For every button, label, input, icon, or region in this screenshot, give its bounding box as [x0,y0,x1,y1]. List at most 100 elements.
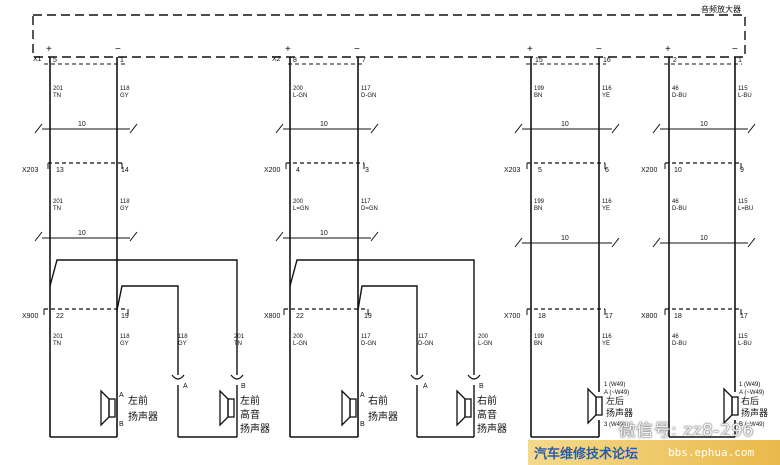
pin-label: 15 [535,57,543,64]
svg-text:116: 116 [602,86,612,92]
svg-text:117: 117 [418,334,428,340]
connector-label: X203 [22,167,38,174]
svg-text:−: − [115,44,121,55]
svg-text:TN: TN [53,341,61,347]
svg-text:199: 199 [534,334,545,340]
connector-label: X900 [22,313,38,320]
svg-text:D=GN: D=GN [361,206,378,212]
svg-text:L-GN: L-GN [293,93,307,99]
svg-text:−: − [732,44,738,55]
svg-text:A (~W49): A (~W49) [739,390,764,396]
svg-text:116: 116 [602,199,612,205]
svg-text:A: A [119,392,124,399]
svg-text:TN: TN [53,206,61,212]
svg-text:A: A [360,392,365,399]
svg-text:D-BU: D-BU [672,341,687,347]
svg-text:19: 19 [121,313,129,320]
svg-text:D-BU: D-BU [672,206,687,212]
amplifier-title: 音频放大器 [701,4,741,14]
pin-label: 16 [603,57,611,64]
svg-text:TN: TN [53,93,61,99]
svg-text:10: 10 [561,121,569,128]
svg-text:10: 10 [320,230,328,237]
svg-text:D-BU: D-BU [672,93,687,99]
svg-text:118: 118 [120,334,130,340]
svg-text:TN: TN [234,341,242,347]
wechat-watermark: 微信号: zz8-296 [618,421,754,441]
svg-text:BN: BN [534,206,542,212]
svg-text:YE: YE [602,93,610,99]
svg-text:199: 199 [534,199,545,205]
svg-text:201: 201 [53,199,64,205]
group-left-front: + − 5 1 201 TN 118 GY 10 X203 13 14 201 … [22,44,270,438]
svg-text:18: 18 [674,313,682,320]
svg-text:199: 199 [534,86,545,92]
svg-text:18: 18 [538,313,546,320]
speaker-icon [723,387,739,425]
svg-text:+: + [285,44,291,55]
group-right-front: + − 8 7 200 L-GN 117 D-GN 10 X200 4 3 20… [264,44,507,438]
svg-text:200: 200 [293,334,304,340]
svg-text:GY: GY [120,341,129,347]
forum-banner [528,440,780,465]
svg-text:YE: YE [602,206,610,212]
svg-text:D-GN: D-GN [361,93,376,99]
svg-text:L-BU: L-BU [738,341,752,347]
svg-text:+: + [665,44,671,55]
svg-text:左前: 左前 [240,394,260,407]
svg-text:118: 118 [120,86,130,92]
svg-text:扬声器: 扬声器 [368,410,398,423]
svg-text:3: 3 [365,167,369,174]
svg-text:17: 17 [740,313,748,320]
connector-x1-label: X1 [33,56,42,63]
svg-text:高音: 高音 [240,408,260,421]
svg-text:200: 200 [293,199,304,205]
svg-text:5: 5 [538,167,542,174]
svg-text:22: 22 [296,313,304,320]
svg-text:B: B [360,421,365,428]
svg-text:116: 116 [602,334,612,340]
group-left-rear: + − 15 16 199 BN 116 YE 10 X203 5 6 199 … [504,44,633,438]
svg-text:1 (W49): 1 (W49) [604,382,625,388]
svg-text:A (~W49): A (~W49) [604,390,629,396]
svg-text:14: 14 [121,167,129,174]
pin-label: 2 [673,57,677,64]
svg-text:B: B [479,383,484,390]
speaker-icon [587,387,603,425]
svg-text:201: 201 [53,86,64,92]
svg-text:118: 118 [178,334,188,340]
svg-text:200: 200 [293,86,304,92]
svg-text:117: 117 [361,86,371,92]
svg-text:10: 10 [700,235,708,242]
group-right-rear: + − 2 1 46 D-BU 115 L-BU 10 X200 10 9 46… [641,44,768,438]
pin-label: 7 [362,57,366,64]
svg-text:GY: GY [120,93,129,99]
svg-text:115: 115 [738,334,748,340]
svg-text:19: 19 [364,313,372,320]
pin-label: 1 [738,57,742,64]
svg-text:GY: GY [178,341,187,347]
svg-text:10: 10 [78,121,86,128]
svg-text:A: A [423,383,428,390]
svg-text:3 (W49): 3 (W49) [604,422,625,428]
pin-label: 5 [53,57,57,64]
svg-text:L=BU: L=BU [738,206,753,212]
svg-text:13: 13 [56,167,64,174]
forum-name: 汽车维修技术论坛 [534,447,639,462]
svg-text:L-GN: L-GN [478,341,492,347]
svg-text:10: 10 [320,121,328,128]
svg-text:201: 201 [53,334,64,340]
svg-text:10: 10 [561,235,569,242]
svg-text:扬声器: 扬声器 [741,407,768,418]
svg-text:46: 46 [672,334,679,340]
svg-text:L-GN: L-GN [293,341,307,347]
connector-label: X203 [504,167,520,174]
svg-text:117: 117 [361,334,371,340]
svg-text:200: 200 [478,334,489,340]
svg-text:扬声器: 扬声器 [477,422,507,435]
svg-text:BN: BN [534,341,542,347]
svg-text:扬声器: 扬声器 [606,407,633,418]
svg-text:GY: GY [120,206,129,212]
svg-text:115: 115 [738,199,748,205]
